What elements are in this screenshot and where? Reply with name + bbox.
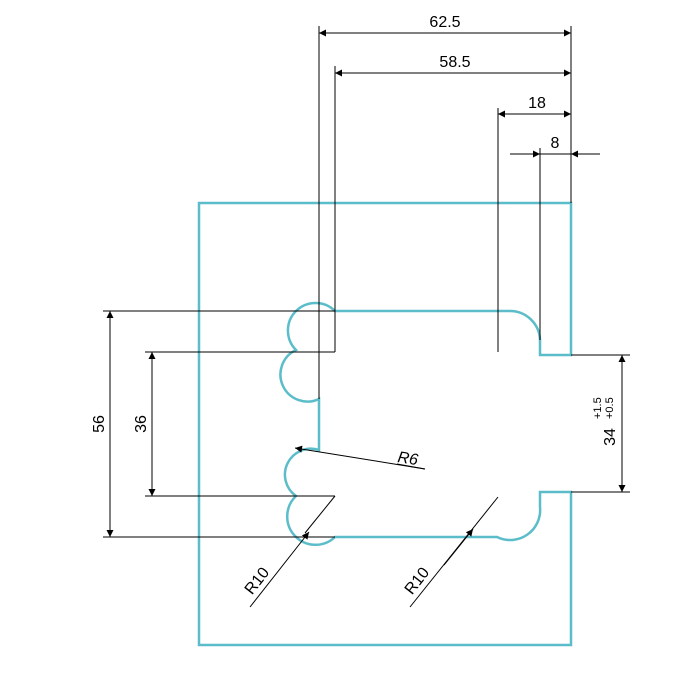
r6-label: R6 (396, 449, 419, 469)
dim-tolerance-upper: +1.5 (592, 397, 604, 419)
dim-label-34: 34 (602, 428, 619, 446)
dim-label-62-5: 62.5 (429, 14, 460, 31)
dim-label-8: 8 (551, 135, 560, 152)
r10-right-label: R10 (402, 564, 434, 598)
dim-label-58-5: 58.5 (439, 54, 470, 71)
dim-label-18: 18 (528, 95, 546, 112)
left-dimensions: 56 36 (91, 310, 336, 538)
right-dimensions: 34 +1.5 +0.5 (571, 354, 630, 493)
dim-label-36: 36 (133, 415, 150, 433)
dim-label-56: 56 (91, 415, 108, 433)
radius-callouts: R6 R10 R10 (242, 445, 499, 608)
part-outline (197, 201, 573, 647)
r10-left-label: R10 (242, 564, 274, 598)
outer-boundary (197, 201, 573, 647)
top-dimensions: 62.5 58.5 18 8 (318, 14, 600, 399)
dim-tolerance-lower: +0.5 (604, 397, 616, 419)
r10-left-leader (249, 531, 310, 608)
